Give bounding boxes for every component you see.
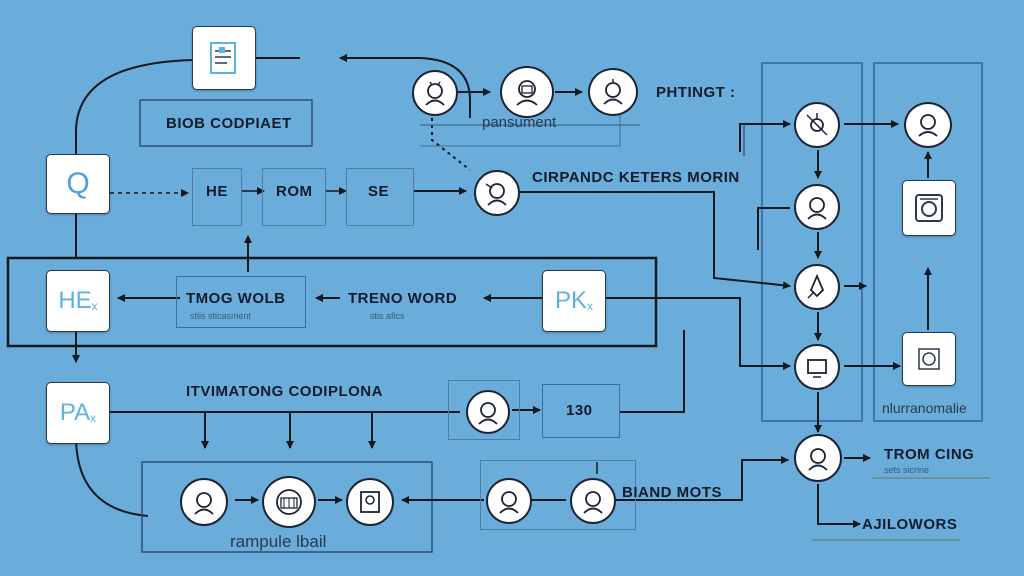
label-ajilowors: AJILOWORS: [862, 516, 958, 533]
face-icon: [918, 348, 940, 370]
face-card[interactable]: [902, 332, 956, 386]
portrait-icon: [360, 491, 380, 513]
he-card-sub: x: [91, 299, 98, 313]
label-tmog-sub: stiis sticasment: [190, 311, 252, 321]
label-rom: ROM: [276, 183, 313, 200]
person-icon: [918, 114, 938, 137]
label-treno-sub: stis afics: [370, 311, 405, 321]
label-phtingt: PHTINGT :: [656, 84, 736, 101]
right-panel-a: [761, 62, 863, 422]
person-icon: [478, 402, 498, 425]
tool-icon: [806, 113, 828, 136]
person-icon: [499, 491, 519, 514]
person-icon: [583, 491, 603, 514]
label-biob: BIOB CODPIAET: [166, 115, 292, 132]
node-right-4[interactable]: [794, 344, 840, 390]
label-biand: BIAND MOTS: [622, 484, 722, 501]
pa-card-label: PA: [59, 399, 91, 426]
node-bottom-3[interactable]: [346, 478, 394, 526]
label-rampule: rampule lbail: [230, 532, 327, 551]
search-icon: Q: [66, 167, 90, 200]
node-top-1[interactable]: [412, 70, 458, 116]
node-130-left[interactable]: [466, 390, 510, 434]
se-box: [346, 168, 414, 226]
right-panel-b: [873, 62, 983, 422]
node-right-5[interactable]: [794, 434, 842, 482]
biand-box: [480, 460, 636, 530]
tmog-box: [176, 276, 306, 328]
label-pansument: pansument: [482, 114, 557, 131]
person-icon: [485, 183, 507, 206]
document-card[interactable]: [192, 26, 256, 90]
he-card-label: HE: [58, 287, 92, 314]
he-box: [192, 168, 242, 226]
box-130: [542, 384, 620, 438]
label-cirpandc: CIRPANDC KETERS MORIN: [532, 169, 740, 186]
label-treno: TRENO WORD: [348, 290, 458, 307]
label-trom-sub: sets sicrine: [884, 465, 930, 475]
label-itvimatong: ITVIMATONG CODIPLONA: [186, 383, 383, 400]
monitor-icon: [807, 359, 827, 378]
person-icon: [194, 492, 214, 515]
label-se: SE: [368, 183, 390, 200]
person-icon: [603, 79, 623, 105]
rom-box: [262, 168, 326, 226]
rocket-icon: [807, 273, 825, 299]
node-far-right[interactable]: [904, 102, 952, 148]
label-he: HE: [206, 183, 228, 200]
pa-box: [448, 380, 520, 440]
group-icon: [276, 489, 302, 515]
middle-band: [6, 256, 658, 348]
person-icon: [807, 197, 827, 220]
label-130: 130: [566, 402, 593, 419]
search-card[interactable]: Q: [46, 154, 110, 214]
node-bottom-1[interactable]: [180, 478, 228, 526]
person-icon: [808, 448, 828, 471]
node-right-3[interactable]: [794, 264, 840, 310]
node-biand-2[interactable]: [570, 478, 616, 524]
pk-card-label: PK: [554, 287, 587, 314]
device-icon: [915, 194, 943, 222]
person-icon: [516, 80, 538, 106]
label-tmog: TMOG WOLB: [186, 290, 286, 307]
document-icon: [210, 42, 236, 74]
node-right-1[interactable]: [794, 102, 840, 148]
pa-card-sub: x: [90, 411, 97, 425]
label-nlurranomalie: nlurranomalie: [882, 400, 967, 416]
node-top-2[interactable]: [500, 66, 554, 118]
person-icon: [425, 81, 445, 106]
device-card[interactable]: [902, 180, 956, 236]
label-trom: TROM CING: [884, 446, 975, 463]
node-right-2[interactable]: [794, 184, 840, 230]
node-top-3[interactable]: [588, 68, 638, 116]
node-bottom-2[interactable]: [262, 476, 316, 528]
node-cirpandc[interactable]: [474, 170, 520, 216]
pk-card-sub: x: [587, 299, 593, 313]
node-biand-1[interactable]: [486, 478, 532, 524]
